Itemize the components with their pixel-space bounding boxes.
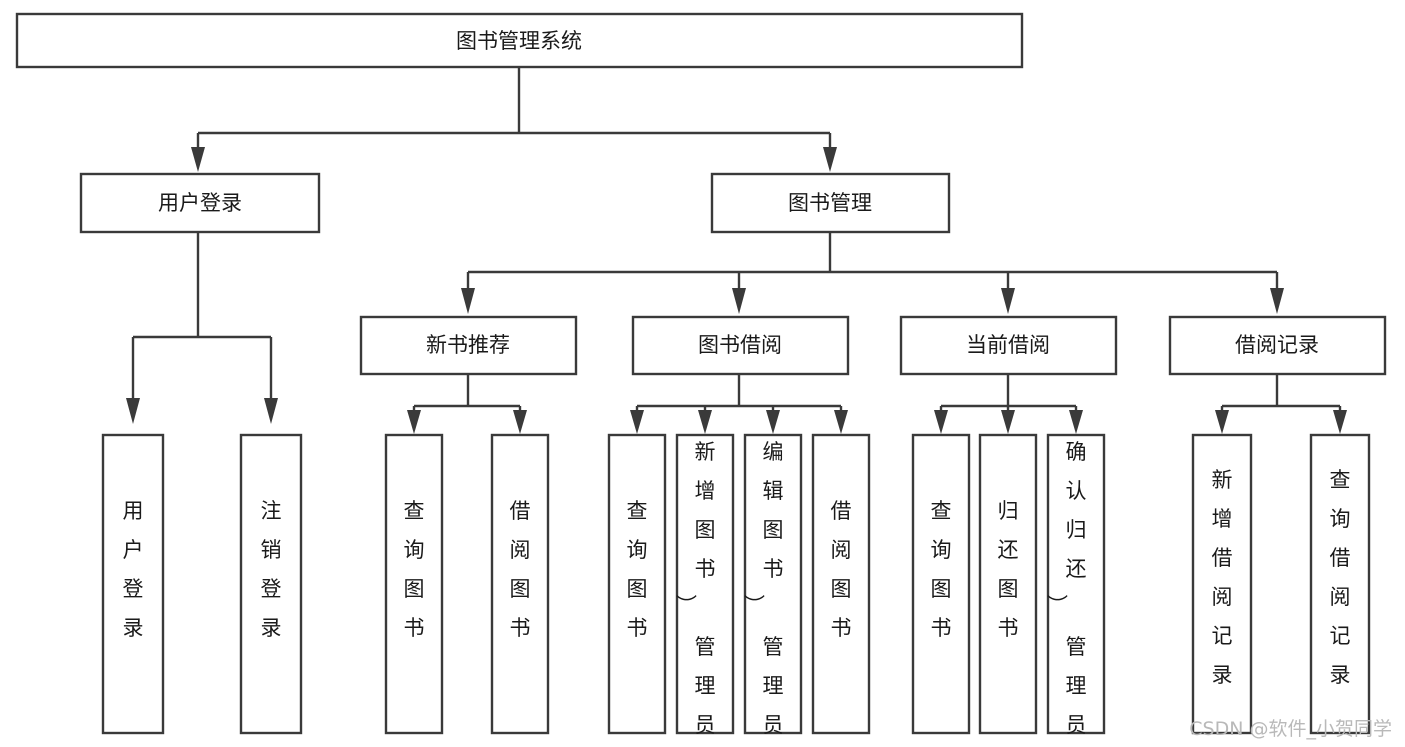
arrowhead-leaf-user-login	[126, 398, 140, 424]
arrowhead-leaf-borrow-book-1	[513, 410, 527, 434]
node-leaf-logout-login[interactable]: 注销登录	[239, 433, 303, 735]
node-leaf-add-book-label: 新增图书（管理员）	[676, 440, 716, 747]
node-leaf-user-login-box[interactable]	[101, 433, 165, 735]
node-borrow-record-box[interactable]	[1168, 315, 1387, 376]
node-leaf-add-book-box[interactable]	[675, 433, 735, 735]
node-book-borrow[interactable]: 图书借阅	[631, 315, 850, 376]
node-leaf-borrow-book-1-label: 借阅图书	[510, 499, 531, 640]
node-leaf-confirm-return[interactable]: 确认归还（管理员）	[1046, 433, 1106, 747]
node-root-label: 图书管理系统	[456, 29, 582, 53]
arrowhead-current-borrow	[1001, 288, 1015, 314]
node-current-borrow-label: 当前借阅	[966, 333, 1050, 357]
connectors-layer	[126, 67, 1347, 434]
node-leaf-query-book-1[interactable]: 查询图书	[384, 433, 444, 735]
arrowhead-book-manage	[823, 147, 837, 172]
node-leaf-query-record-label: 查询借阅记录	[1330, 468, 1351, 687]
arrowhead-leaf-query-record	[1333, 410, 1347, 434]
arrowhead-leaf-confirm-return	[1069, 410, 1083, 434]
node-borrow-record-label: 借阅记录	[1235, 333, 1319, 357]
node-leaf-borrow-book-2[interactable]: 借阅图书	[811, 433, 871, 735]
node-new-book-recommend-label: 新书推荐	[426, 333, 510, 357]
node-leaf-add-book[interactable]: 新增图书（管理员）	[675, 433, 735, 747]
arrowhead-leaf-logout-login	[264, 398, 278, 424]
node-leaf-query-book-1-box[interactable]	[384, 433, 444, 735]
node-leaf-query-book-3-label: 查询图书	[931, 499, 952, 640]
node-leaf-query-book-1-label: 查询图书	[404, 499, 425, 640]
node-book-borrow-label: 图书借阅	[698, 333, 782, 357]
node-leaf-user-login-label: 用户登录	[123, 499, 144, 640]
node-leaf-query-book-3[interactable]: 查询图书	[911, 433, 971, 735]
node-leaf-return-book[interactable]: 归还图书	[978, 433, 1038, 735]
node-root-box[interactable]	[15, 12, 1024, 69]
node-leaf-borrow-book-2-box[interactable]	[811, 433, 871, 735]
node-leaf-edit-book[interactable]: 编辑图书（管理员）	[743, 433, 803, 747]
arrowhead-leaf-query-book-1	[407, 410, 421, 434]
node-new-book-recommend[interactable]: 新书推荐	[359, 315, 578, 376]
node-leaf-edit-book-box[interactable]	[743, 433, 803, 735]
node-current-borrow-box[interactable]	[899, 315, 1118, 376]
arrowhead-leaf-borrow-book-2	[834, 410, 848, 434]
node-book-manage-label: 图书管理	[788, 191, 872, 215]
arrowhead-leaf-add-book	[698, 410, 712, 434]
node-leaf-add-record-label: 新增借阅记录	[1212, 468, 1233, 687]
arrowhead-leaf-query-book-2	[630, 410, 644, 434]
arrowhead-book-borrow	[732, 288, 746, 314]
node-leaf-borrow-book-1-box[interactable]	[490, 433, 550, 735]
node-root[interactable]: 图书管理系统	[15, 12, 1024, 69]
node-leaf-confirm-return-box[interactable]	[1046, 433, 1106, 735]
node-leaf-logout-login-label: 注销登录	[261, 499, 282, 640]
node-leaf-return-book-label: 归还图书	[998, 499, 1019, 640]
node-leaf-query-record-box[interactable]	[1309, 433, 1371, 735]
node-leaf-query-record[interactable]: 查询借阅记录	[1309, 433, 1371, 735]
node-leaf-add-record[interactable]: 新增借阅记录	[1191, 433, 1253, 735]
node-user-login[interactable]: 用户登录	[79, 172, 321, 234]
node-leaf-borrow-book-1[interactable]: 借阅图书	[490, 433, 550, 735]
arrowhead-leaf-edit-book	[766, 410, 780, 434]
arrowhead-leaf-return-book	[1001, 410, 1015, 434]
node-leaf-query-book-2-label: 查询图书	[627, 499, 648, 640]
node-leaf-borrow-book-2-label: 借阅图书	[831, 499, 852, 640]
arrowhead-leaf-add-record	[1215, 410, 1229, 434]
node-book-manage-box[interactable]	[710, 172, 951, 234]
arrowhead-new-book-recommend	[461, 288, 475, 314]
node-leaf-user-login[interactable]: 用户登录	[101, 433, 165, 735]
csdn-watermark: CSDN @软件_小贺同学	[1189, 718, 1392, 740]
node-leaf-query-book-2-box[interactable]	[607, 433, 667, 735]
node-leaf-confirm-return-label: 确认归还（管理员）	[1047, 440, 1087, 747]
node-leaf-edit-book-label: 编辑图书（管理员）	[744, 440, 784, 747]
node-leaf-query-book-2[interactable]: 查询图书	[607, 433, 667, 735]
arrowhead-borrow-record	[1270, 288, 1284, 314]
node-borrow-record[interactable]: 借阅记录	[1168, 315, 1387, 376]
node-leaf-logout-login-box[interactable]	[239, 433, 303, 735]
node-leaf-return-book-box[interactable]	[978, 433, 1038, 735]
node-user-login-label: 用户登录	[158, 191, 242, 215]
node-new-book-recommend-box[interactable]	[359, 315, 578, 376]
node-book-borrow-box[interactable]	[631, 315, 850, 376]
node-leaf-add-record-box[interactable]	[1191, 433, 1253, 735]
node-current-borrow[interactable]: 当前借阅	[899, 315, 1118, 376]
node-leaf-query-book-3-box[interactable]	[911, 433, 971, 735]
arrowhead-user-login	[191, 147, 205, 172]
node-user-login-box[interactable]	[79, 172, 321, 234]
arrowhead-leaf-query-book-3	[934, 410, 948, 434]
node-book-manage[interactable]: 图书管理	[710, 172, 951, 234]
